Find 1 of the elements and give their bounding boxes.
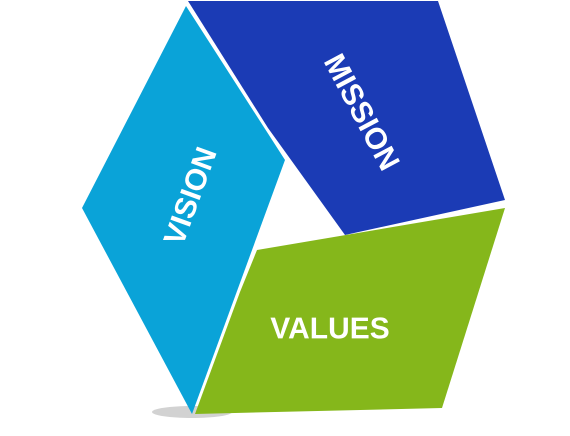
parallelogram-panel: VALUES	[195, 208, 505, 414]
